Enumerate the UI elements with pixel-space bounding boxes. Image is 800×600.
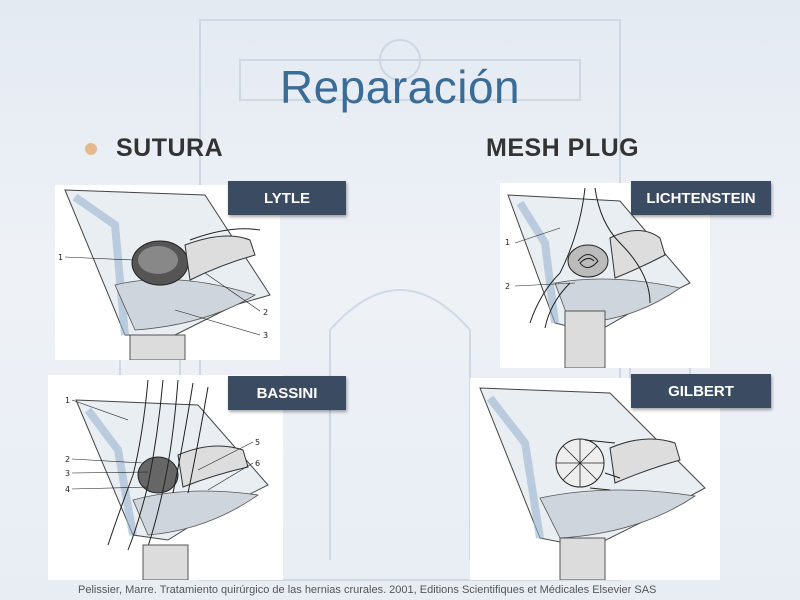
bullet-icon bbox=[85, 143, 97, 155]
lytle-illustration: 1 2 3 bbox=[58, 189, 271, 360]
bassini-callout-6: 6 bbox=[255, 459, 260, 468]
lichtenstein-callout-2: 2 bbox=[505, 282, 510, 291]
label-bassini: BASSINI bbox=[228, 376, 346, 410]
bassini-callout-4: 4 bbox=[65, 485, 70, 494]
bassini-callout-1: 1 bbox=[65, 396, 70, 405]
gilbert-illustration bbox=[479, 387, 706, 580]
heading-sutura: SUTURA bbox=[116, 134, 224, 162]
bassini-illustration: 1 2 3 4 5 6 bbox=[65, 379, 269, 580]
lichtenstein-illustration: 1 2 bbox=[505, 187, 691, 368]
label-gilbert: GILBERT bbox=[631, 374, 771, 408]
slide-title: Reparación bbox=[279, 61, 521, 113]
label-lichtenstein: LICHTENSTEIN bbox=[631, 181, 771, 215]
lytle-callout-3: 3 bbox=[263, 331, 268, 340]
lytle-callout-2: 2 bbox=[263, 308, 268, 317]
bassini-callout-2: 2 bbox=[65, 455, 70, 464]
bassini-callout-3: 3 bbox=[65, 469, 70, 478]
bassini-callout-5: 5 bbox=[255, 438, 260, 447]
footer-citation: Pelissier, Marre. Tratamiento quirúrgico… bbox=[78, 584, 657, 596]
lichtenstein-callout-1: 1 bbox=[505, 238, 510, 247]
lytle-callout-1: 1 bbox=[58, 253, 63, 262]
figure-gilbert bbox=[470, 378, 720, 580]
figure-lytle: 1 2 3 bbox=[55, 185, 280, 360]
heading-mesh-plug: MESH PLUG bbox=[486, 134, 640, 162]
label-lytle: LYTLE bbox=[228, 181, 346, 215]
